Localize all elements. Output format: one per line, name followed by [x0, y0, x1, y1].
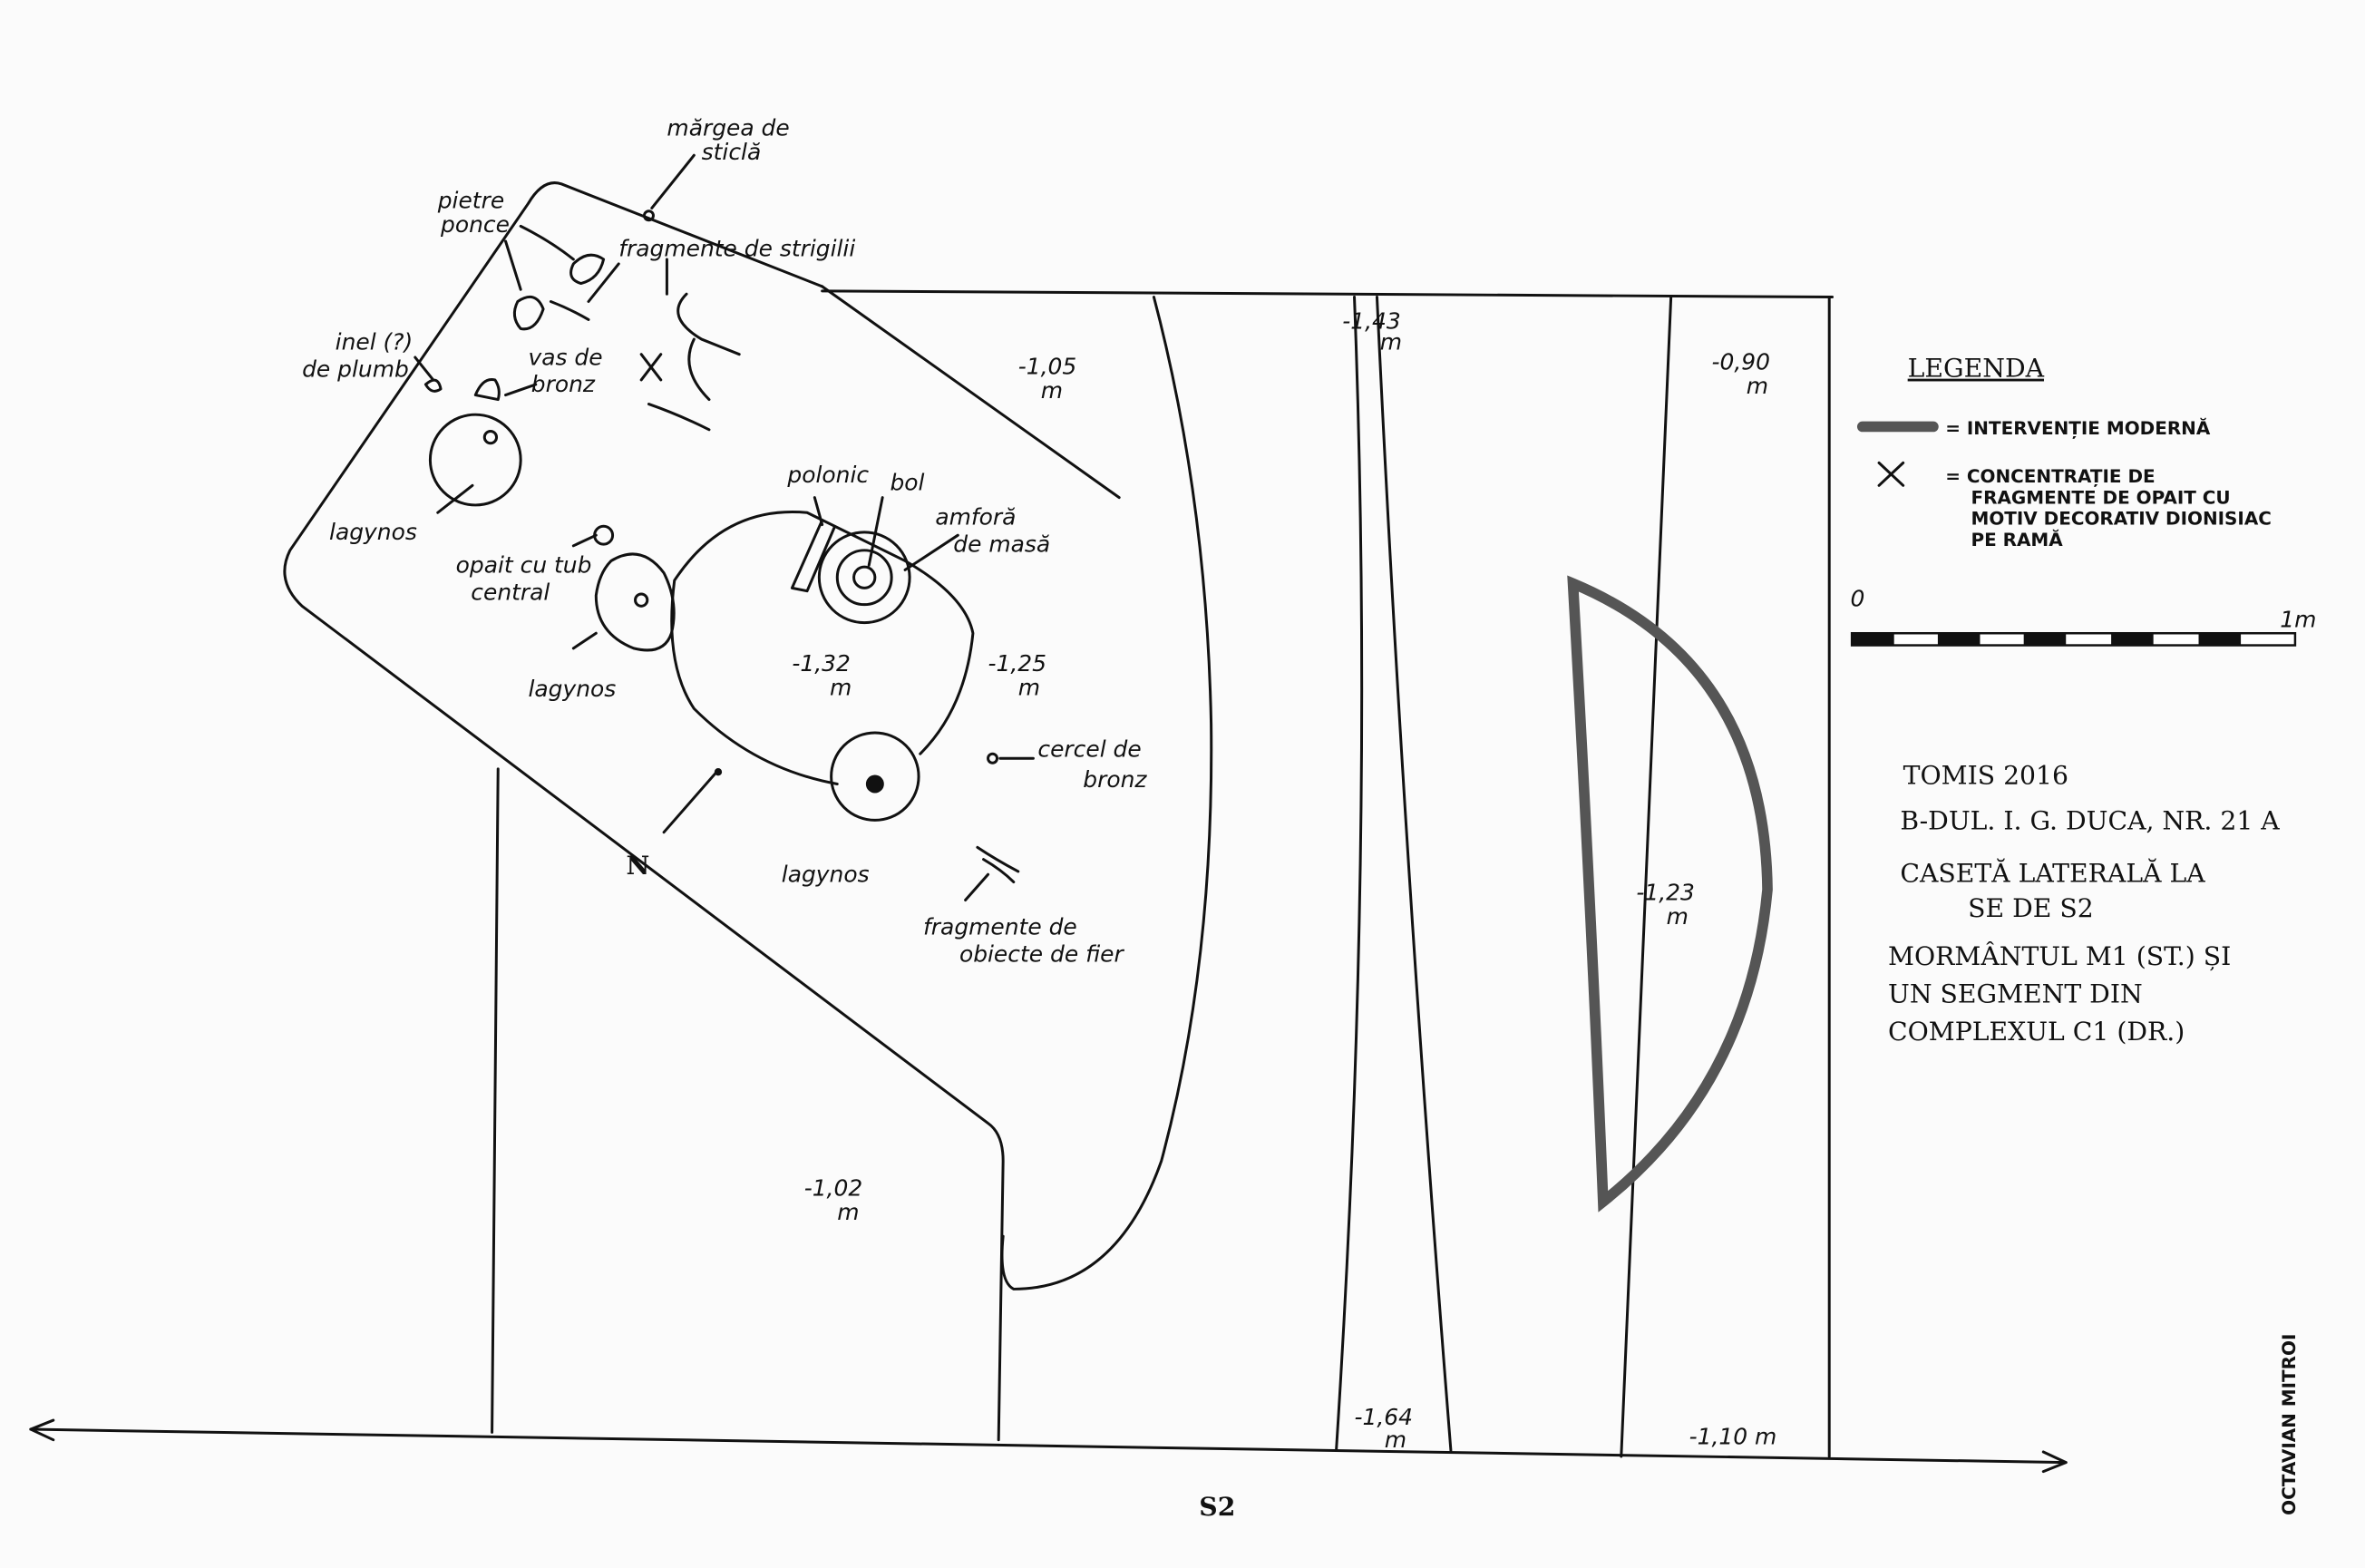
- arrowhead-left: [29, 1418, 55, 1442]
- label-lead-ring: inel (?)de plumb: [302, 329, 413, 383]
- legend-modern-label: = INTERVENȚIE MODERNĂ: [1945, 417, 2211, 439]
- iron-fragments: [976, 845, 1020, 884]
- legend-title: LEGENDA: [1908, 354, 2045, 384]
- legend-concentration-label: = CONCENTRAȚIE DE FRAGMENTE DE OPAIT CU …: [1945, 465, 2278, 550]
- section-s2-baseline: [29, 1427, 2068, 1465]
- info-line: UN SEGMENT DIN: [1888, 979, 2143, 1009]
- arrowhead-right: [2041, 1450, 2068, 1474]
- label-lagynos-1: lagynos: [329, 519, 417, 545]
- pumice-stone-2: [512, 295, 545, 331]
- scale-start-label: 0: [1850, 585, 1864, 611]
- author-signature: OCTAVIAN MITROI: [2278, 1334, 2300, 1515]
- grave-m1-outline: [283, 181, 1005, 1442]
- grave-m1-upper-edge: [821, 285, 1121, 500]
- strigil-fragment-2: [676, 292, 741, 402]
- label-ladle: polonic: [786, 462, 869, 488]
- info-line: MORMÂNTUL M1 (ST.) ȘI: [1888, 941, 2231, 971]
- bronze-earring: [987, 752, 999, 765]
- lagynos-3-mouth: [865, 774, 884, 794]
- label-lagynos-2: lagynos: [528, 676, 616, 702]
- right-feature-edge: [1620, 296, 1673, 1458]
- strigil-fragment-3: [647, 403, 711, 432]
- x-concentration-mark: [639, 353, 663, 382]
- scale-bar: [1850, 632, 2297, 647]
- label-bowl: bol: [890, 469, 924, 495]
- trench-left-wall: [491, 767, 500, 1434]
- label-strigil: fragmente de strigilii: [618, 236, 855, 262]
- info-line: CASETĂ LATERALĂ LA: [1900, 859, 2205, 889]
- lagynos-1: [428, 413, 522, 507]
- label-lagynos-3: lagynos: [782, 862, 870, 888]
- lagynos-2: [594, 552, 676, 652]
- legend-x-icon: [1877, 461, 1905, 487]
- modern-intervention: [1567, 575, 1773, 1213]
- site-info: TOMIS 2016 B-DUL. I. G. DUCA, NR. 21 A C…: [1888, 760, 2280, 1047]
- pumice-stone-1: [569, 253, 606, 286]
- narrow-feature-left: [1335, 296, 1364, 1452]
- info-line: TOMIS 2016: [1903, 760, 2068, 790]
- section-label: S2: [1199, 1491, 1235, 1522]
- lagynos-3: [830, 731, 920, 822]
- north-arrow-label: N: [627, 850, 650, 881]
- north-pivot: [714, 768, 723, 776]
- depth-110: -1,10 m: [1689, 1424, 1777, 1450]
- lead-ring: [423, 378, 443, 393]
- lagynos-1-mouth: [482, 429, 499, 445]
- glass-bead: [642, 209, 655, 222]
- scale-end-label: 1m: [2280, 607, 2316, 633]
- leader-arrows: [414, 153, 1035, 902]
- bronze-vessel: [473, 377, 501, 402]
- info-line: B-DUL. I. G. DUCA, NR. 21 A: [1900, 805, 2280, 835]
- box-top-edge: [821, 289, 1835, 299]
- complex-c1-edge: [1000, 296, 1213, 1290]
- ladle: [790, 519, 836, 593]
- amphora-rim: [835, 549, 893, 607]
- lagynos-2-mouth: [634, 592, 649, 608]
- strigil-fragment-1: [549, 300, 590, 321]
- bowl: [817, 531, 911, 625]
- narrow-feature-right: [1375, 296, 1453, 1452]
- info-line: COMPLEXUL C1 (DR.): [1888, 1017, 2185, 1047]
- info-line: SE DE S2: [1968, 893, 2094, 923]
- amphora-neck: [852, 565, 877, 589]
